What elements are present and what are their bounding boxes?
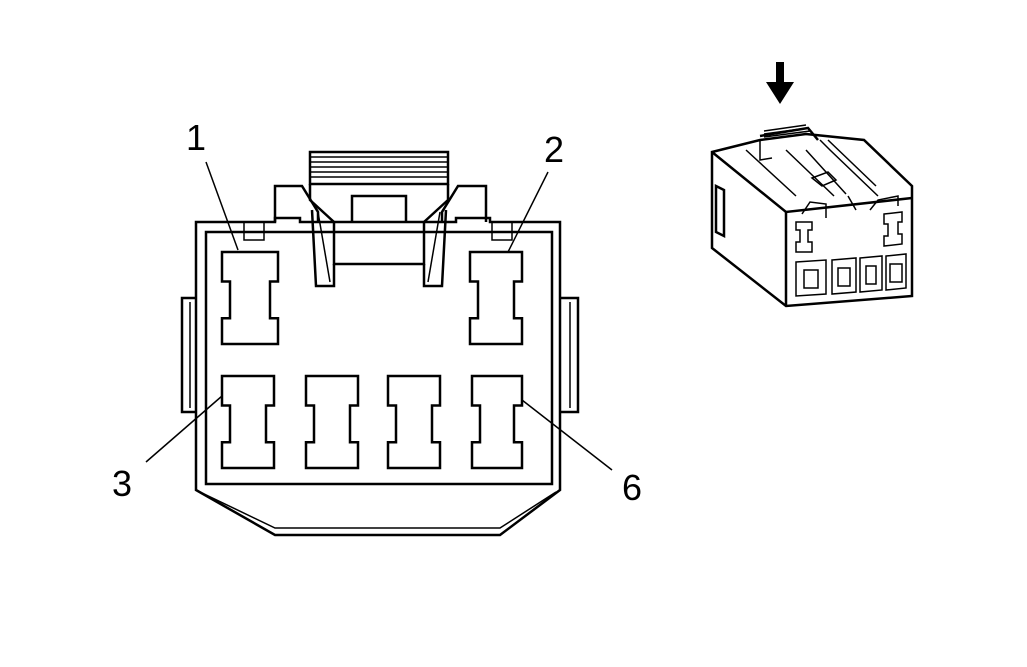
- locking-tab-body: [308, 184, 450, 266]
- down-arrow-icon: [766, 62, 794, 104]
- leader-line-pin-3: [145, 395, 223, 463]
- pin-label-3: 3: [112, 463, 132, 504]
- iso-housing: [710, 132, 914, 308]
- leader-line-pin-2: [507, 171, 549, 253]
- left-side-tab: [180, 296, 196, 414]
- right-latch-ear: [440, 184, 488, 222]
- terminal-cavity-5: [386, 374, 442, 470]
- connector-housing: [194, 216, 562, 537]
- connector-face-view: 1 2 3 6: [112, 117, 642, 537]
- leader-line-pin-6: [521, 399, 613, 471]
- connector-isometric-view: [710, 62, 914, 308]
- locking-tab-ridges: [310, 156, 448, 178]
- terminal-cavities: [220, 250, 524, 470]
- locking-tab-window: [350, 194, 408, 222]
- leader-line-pin-1: [205, 161, 239, 251]
- terminal-cavity-6: [470, 374, 524, 470]
- terminal-cavity-1: [220, 250, 280, 346]
- right-side-tab: [560, 296, 580, 414]
- terminal-cavity-3: [220, 374, 276, 470]
- terminal-cavity-4: [304, 374, 360, 470]
- pin-label-2: 2: [544, 129, 564, 170]
- terminal-cavity-2: [468, 250, 524, 346]
- pin-label-1: 1: [186, 117, 206, 158]
- pin-label-6: 6: [622, 467, 642, 508]
